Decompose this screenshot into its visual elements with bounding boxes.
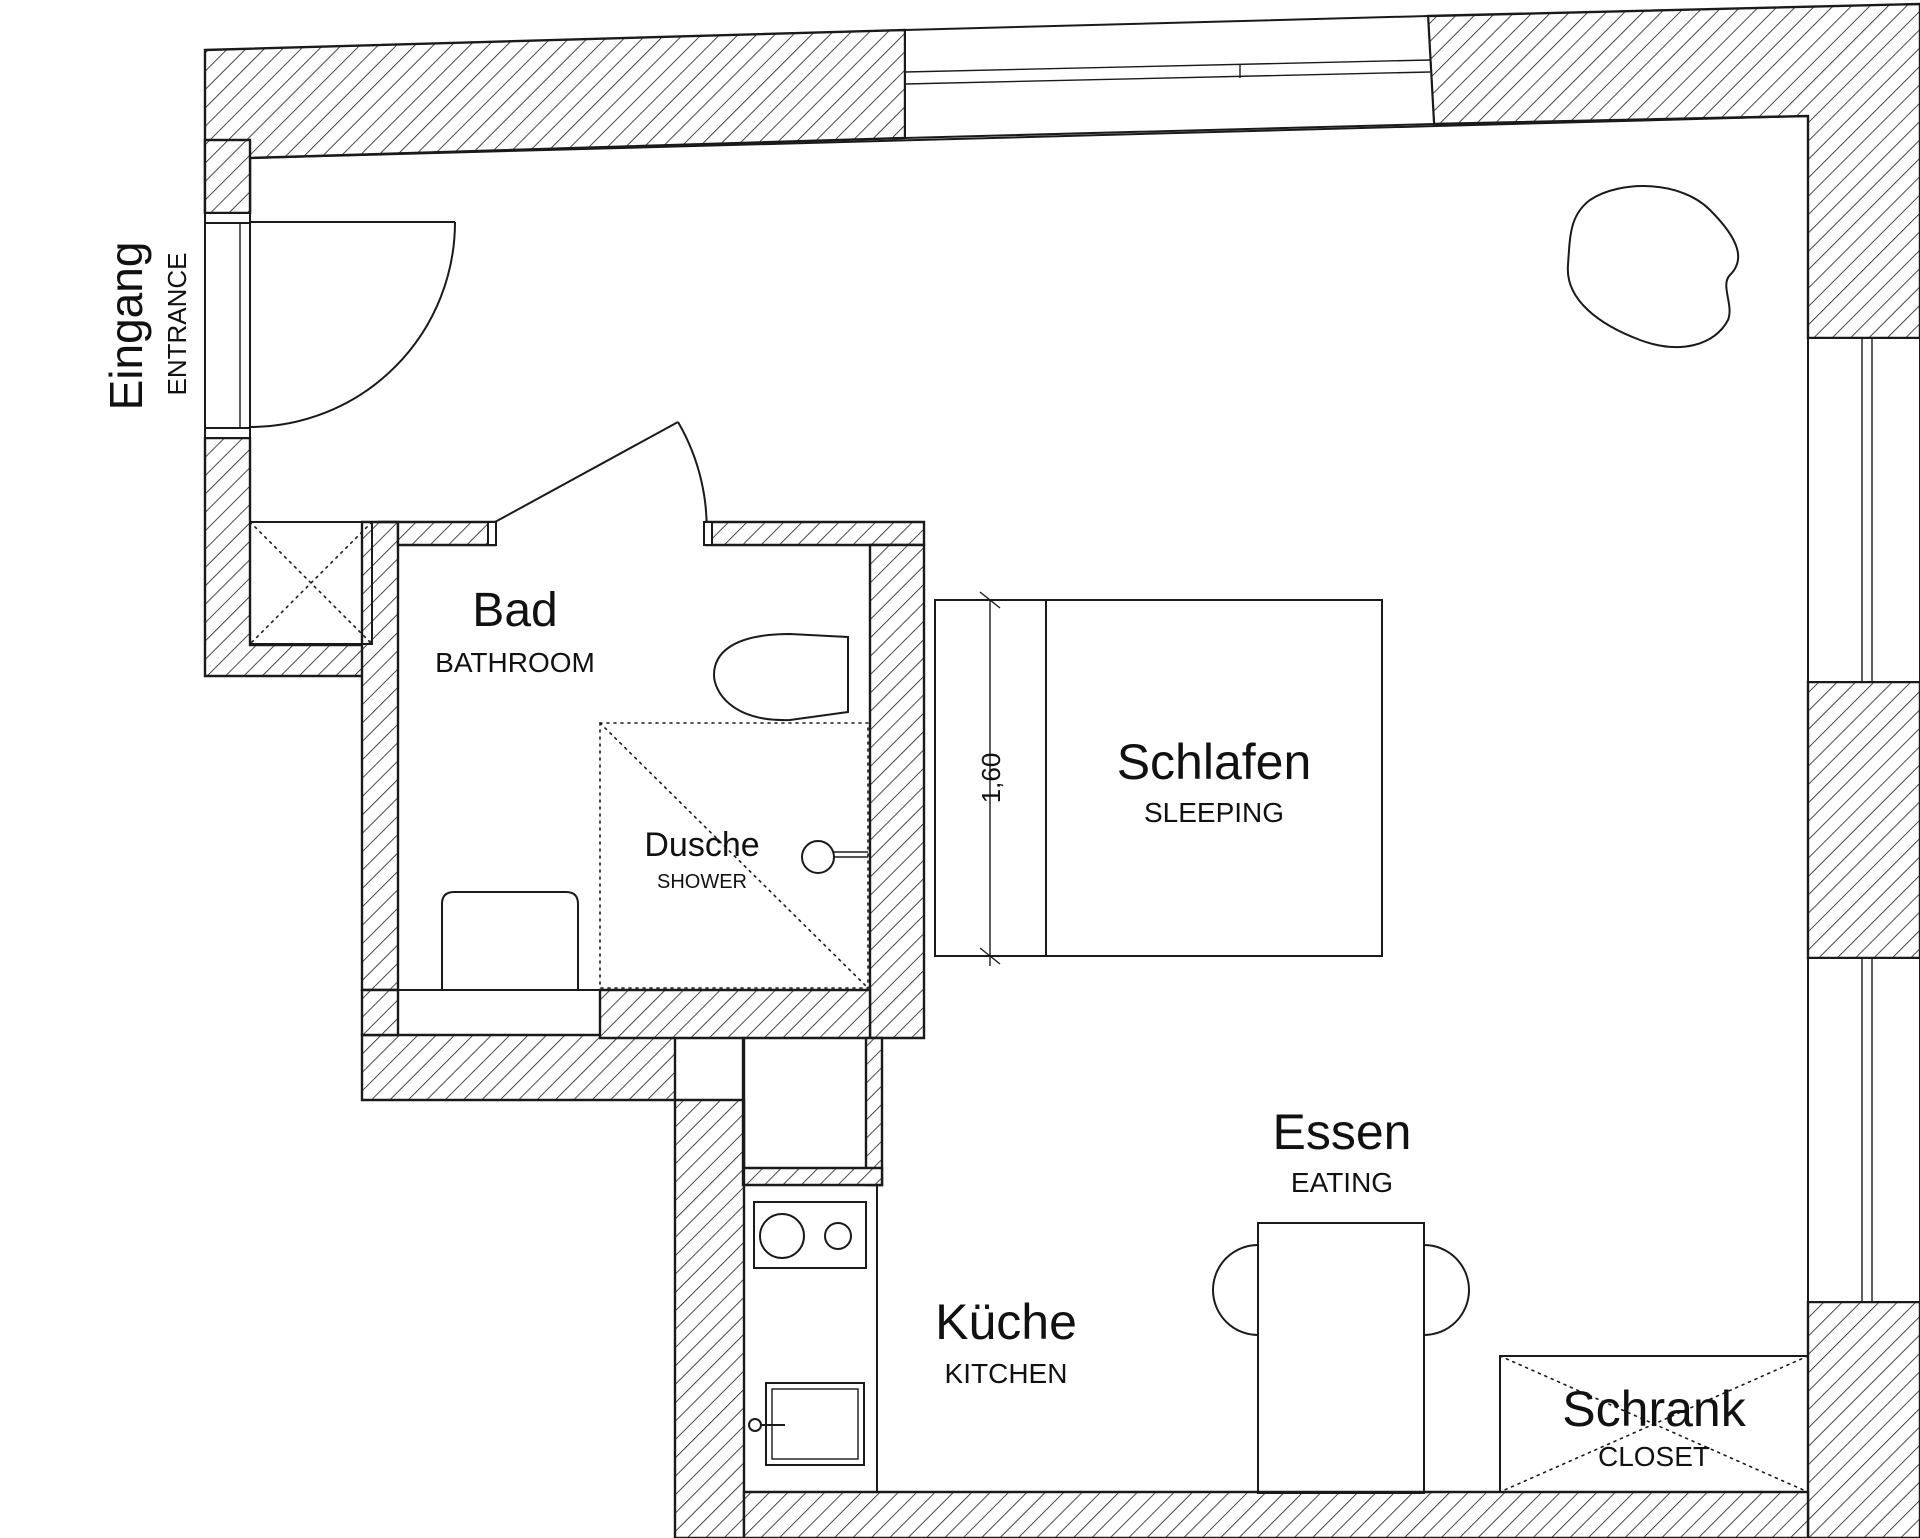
wall-right-bottom (1806, 1300, 1920, 1538)
label-closet-de: Schrank (1562, 1381, 1746, 1437)
chair-right (1423, 1244, 1470, 1336)
toilet (712, 632, 849, 722)
kitchen-partition-east (864, 1036, 884, 1187)
closet (1499, 1355, 1809, 1493)
wall-kitchen-west-upper (360, 988, 400, 1037)
window-right-lower (1807, 957, 1920, 1303)
chair-left (1212, 1244, 1259, 1336)
label-kitchen-en: KITCHEN (945, 1358, 1068, 1389)
kitchen-fixtures (748, 1185, 878, 1492)
entrance-door[interactable] (204, 212, 456, 439)
dining-table (1212, 1222, 1470, 1494)
cooktop-burner-large-icon (759, 1213, 805, 1259)
wall-right-middle (1806, 680, 1920, 960)
bath-wall-east (868, 543, 926, 1040)
label-bathroom-en: BATHROOM (435, 647, 595, 678)
bed (934, 591, 1383, 966)
label-eating-de: Essen (1273, 1104, 1412, 1160)
label-bathroom-de: Bad (472, 584, 557, 637)
wall-kitchen-west (360, 1033, 746, 1538)
label-closet-en: CLOSET (1598, 1441, 1710, 1472)
wall-bottom (742, 1490, 1810, 1538)
bathroom-walls (378, 520, 926, 1187)
cooktop (753, 1201, 867, 1269)
shower-drain (801, 840, 835, 874)
room-labels: Eingang ENTRANCE Bad BATHROOM Dusche SHO… (100, 242, 1747, 1472)
plant-icon (1566, 185, 1740, 348)
kitchen-faucet-icon (748, 1418, 762, 1432)
kitchen-partition-bottom (742, 1166, 884, 1187)
bath-wall-top-right (704, 520, 926, 547)
label-shower-de: Dusche (644, 826, 759, 864)
label-entrance-en: ENTRANCE (162, 252, 192, 395)
bath-wall-bottom (598, 988, 872, 1040)
cooktop-burner-small-icon (824, 1222, 852, 1250)
bathroom-door[interactable] (487, 421, 713, 546)
windows (904, 14, 1920, 1303)
wall-left-lower (203, 436, 372, 678)
label-eating-en: EATING (1291, 1167, 1393, 1198)
label-bed-dimension: 1,60 (976, 753, 1006, 804)
label-sleeping-en: SLEEPING (1144, 797, 1284, 828)
bath-wall-top-left (378, 520, 497, 547)
interior-lines (249, 115, 1809, 1492)
shower-tray (599, 722, 869, 989)
wall-left-upper (203, 138, 252, 215)
wall-bath-west (360, 520, 400, 992)
sink (441, 891, 579, 990)
label-kitchen-de: Küche (935, 1294, 1077, 1350)
window-right-upper (1807, 337, 1920, 683)
bathroom-fixtures (441, 632, 869, 990)
label-sleeping-de: Schlafen (1117, 734, 1312, 790)
utility-shaft (249, 521, 373, 645)
wall-top-left (203, 28, 907, 214)
wall-top-right (1426, 2, 1920, 340)
label-entrance-de: Eingang (100, 242, 152, 411)
window-top (904, 14, 1436, 140)
label-shower-en: SHOWER (657, 871, 747, 893)
